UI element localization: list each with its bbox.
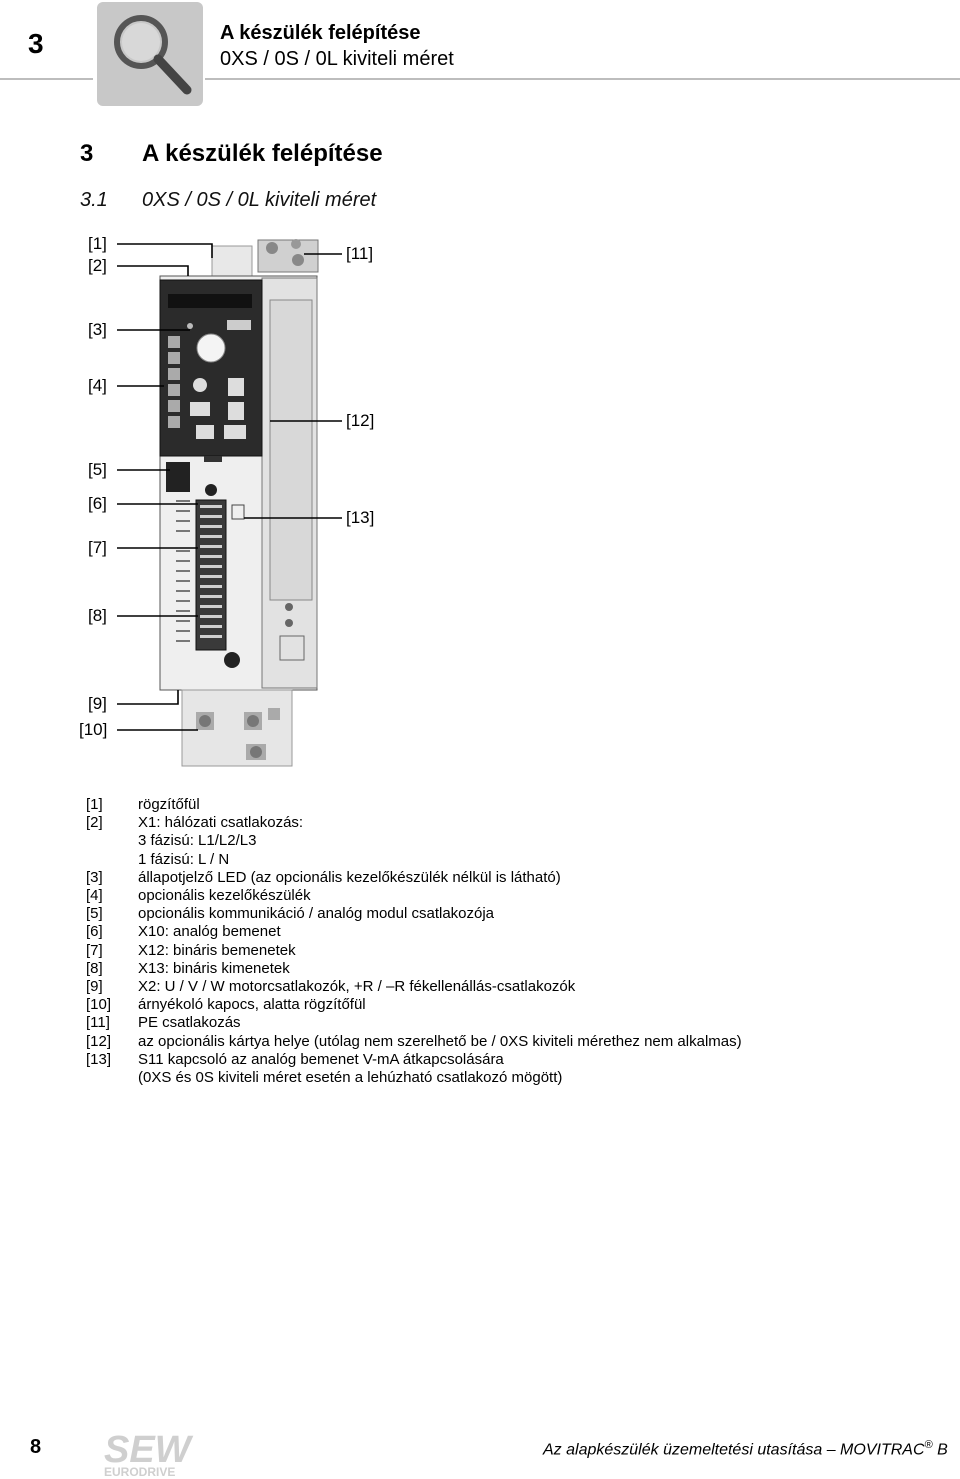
callout-label: [1] [88,234,107,254]
legend-row: [7]X12: bináris bemenetek [86,942,742,960]
legend-row: [4]opcionális kezelőkészülék [86,887,742,905]
legend-row: [13]S11 kapcsoló az analóg bemenet V-mA … [86,1051,742,1069]
registered-mark: ® [925,1439,933,1451]
legend-row: (0XS és 0S kiviteli méret esetén a lehúz… [86,1069,742,1087]
legend-text: az opcionális kártya helye (utólag nem s… [138,1033,742,1051]
sew-eurodrive-logo: SEW EURODRIVE [102,1428,212,1478]
callout-label: [11] [346,244,373,264]
legend-text: opcionális kommunikáció / analóg modul c… [138,905,494,923]
legend-text: 3 fázisú: L1/L2/L3 [138,832,256,850]
legend-key: [4] [86,887,138,905]
callout-label: [8] [88,606,107,626]
callout-label: [4] [88,376,107,396]
callout-label: [12] [346,411,374,431]
legend-row: [1]rögzítőfül [86,796,742,814]
legend-text: opcionális kezelőkészülék [138,887,311,905]
legend-key: [13] [86,1051,138,1069]
legend-key: [5] [86,905,138,923]
legend-text: X12: bináris bemenetek [138,942,296,960]
device-figure [0,228,960,773]
header-title: A készülék felépítése [220,22,420,45]
legend-key: [6] [86,923,138,941]
legend-text: állapotjelző LED (az opcionális kezelőké… [138,869,561,887]
legend-key: [3] [86,869,138,887]
header-rule-right [205,78,960,80]
legend-key [86,1069,138,1087]
legend-key [86,832,138,850]
callout-label: [6] [88,494,107,514]
legend-row: [11]PE csatlakozás [86,1014,742,1032]
legend-row: [6]X10: analóg bemenet [86,923,742,941]
legend-key [86,851,138,869]
legend-key: [2] [86,814,138,832]
legend-row: [2]X1: hálózati csatlakozás: [86,814,742,832]
legend-text: rögzítőfül [138,796,200,814]
legend-key: [12] [86,1033,138,1051]
callout-label: [10] [79,720,107,740]
legend-row: 1 fázisú: L / N [86,851,742,869]
callout-label: [2] [88,256,107,276]
callout-label: [9] [88,694,107,714]
doc-title-text: Az alapkészülék üzemeltetési utasítása –… [543,1441,925,1458]
document-title: Az alapkészülék üzemeltetési utasítása –… [543,1439,948,1459]
legend-key: [8] [86,960,138,978]
legend-key: [1] [86,796,138,814]
legend-row: [12]az opcionális kártya helye (utólag n… [86,1033,742,1051]
legend-row: [8]X13: bináris kimenetek [86,960,742,978]
chapter-number: 3 [28,28,44,60]
magnifier-icon [97,2,203,106]
legend-row: [9]X2: U / V / W motorcsatlakozók, +R / … [86,978,742,996]
legend-text: S11 kapcsoló az analóg bemenet V-mA átka… [138,1051,504,1069]
legend-key: [9] [86,978,138,996]
callout-label: [13] [346,508,374,528]
legend-row: 3 fázisú: L1/L2/L3 [86,832,742,850]
legend-row: [10]árnyékoló kapocs, alatta rögzítőfül [86,996,742,1014]
legend-text: X10: analóg bemenet [138,923,281,941]
logo-text-bottom: EURODRIVE [104,1465,175,1478]
legend-key: [11] [86,1014,138,1032]
doc-suffix: B [937,1441,948,1458]
callout-label: [7] [88,538,107,558]
legend-row: [3]állapotjelző LED (az opcionális kezel… [86,869,742,887]
section-title: A készülék felépítése [142,140,383,167]
legend-key: [7] [86,942,138,960]
legend-text: X13: bináris kimenetek [138,960,290,978]
legend-text: PE csatlakozás [138,1014,241,1032]
legend-text: 1 fázisú: L / N [138,851,229,869]
figure-legend: [1]rögzítőfül [2]X1: hálózati csatlakozá… [86,796,742,1087]
legend-text: árnyékoló kapocs, alatta rögzítőfül [138,996,366,1014]
page-number: 8 [30,1436,41,1459]
callout-label: [5] [88,460,107,480]
subsection-number: 3.1 [80,189,142,212]
legend-text: X2: U / V / W motorcsatlakozók, +R / –R … [138,978,575,996]
section-number: 3 [80,140,142,168]
legend-key: [10] [86,996,138,1014]
legend-text: (0XS és 0S kiviteli méret esetén a lehúz… [138,1069,562,1087]
legend-text: X1: hálózati csatlakozás: [138,814,303,832]
subsection-title: 0XS / 0S / 0L kiviteli méret [142,189,376,211]
callout-label: [3] [88,320,107,340]
header-subtitle: 0XS / 0S / 0L kiviteli méret [220,48,454,71]
header-rule-left [0,78,93,80]
legend-row: [5]opcionális kommunikáció / analóg modu… [86,905,742,923]
